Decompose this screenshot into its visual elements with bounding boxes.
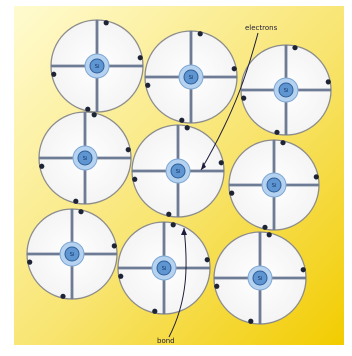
electron (112, 243, 117, 248)
electron (166, 212, 171, 217)
atom-label: Si (95, 64, 100, 70)
atom-5: Si (132, 125, 224, 217)
electron (171, 222, 176, 227)
atom-4: Si (39, 112, 131, 204)
electron (27, 260, 32, 265)
atom-2: Si (145, 31, 237, 123)
electron (280, 140, 285, 145)
electron (301, 267, 306, 272)
atom-label: Si (284, 88, 289, 94)
atom-label: Si (70, 252, 75, 258)
atom-label: Si (189, 75, 194, 81)
electron (205, 257, 210, 262)
electron (198, 31, 203, 36)
electron (138, 55, 143, 60)
atom-1: Si (51, 20, 143, 112)
electron (314, 174, 319, 179)
atom-8: Si (118, 222, 210, 314)
atom-7: Si (27, 209, 117, 299)
atom-label: Si (83, 156, 88, 162)
atom-3: Si (241, 45, 331, 135)
atom-label: Si (272, 183, 277, 189)
electron (152, 309, 157, 314)
electron (132, 177, 137, 182)
electron (85, 107, 90, 112)
electron (51, 72, 56, 77)
electron (326, 79, 331, 84)
electron (185, 125, 190, 130)
atom-label: Si (258, 276, 263, 282)
electron (104, 20, 109, 25)
electron (267, 232, 272, 237)
electron (219, 160, 224, 165)
atom-label: Si (162, 266, 167, 272)
electron (92, 112, 97, 117)
electron (248, 319, 253, 324)
electron (126, 147, 131, 152)
atom-9: Si (214, 232, 306, 324)
annotation-top-label: electrons (245, 24, 278, 32)
electron (118, 274, 123, 279)
atom-6: Si (229, 140, 319, 230)
atom-label: Si (176, 169, 181, 175)
electron (145, 83, 150, 88)
electron (292, 45, 297, 50)
electron (73, 199, 78, 204)
electron (60, 294, 65, 299)
electron (262, 225, 267, 230)
electron (39, 164, 44, 169)
electron (78, 209, 83, 214)
electron (232, 66, 237, 71)
electron (274, 130, 279, 135)
electron (241, 96, 246, 101)
electron (229, 191, 234, 196)
electron (214, 284, 219, 289)
electron (179, 118, 184, 123)
annotation-bottom-label: bond (157, 337, 175, 345)
